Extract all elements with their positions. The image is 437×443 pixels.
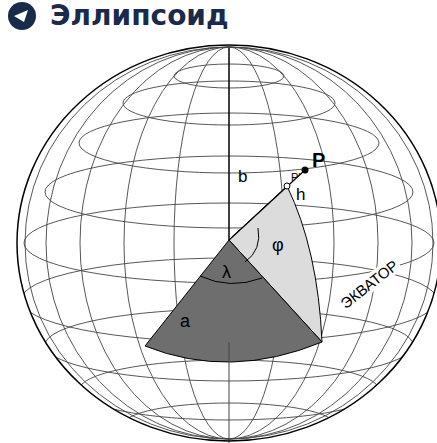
point-label: P xyxy=(312,150,325,170)
angle-label: φ xyxy=(272,236,284,254)
height-label: h xyxy=(296,186,305,203)
axis-label: a xyxy=(180,312,190,330)
equator-label: ЭКВАТОР xyxy=(336,255,403,313)
title: Эллипсоид xyxy=(50,2,229,30)
axis-label: b xyxy=(238,168,247,185)
point-label: P' xyxy=(291,172,300,183)
angle-label: λ xyxy=(222,263,231,281)
